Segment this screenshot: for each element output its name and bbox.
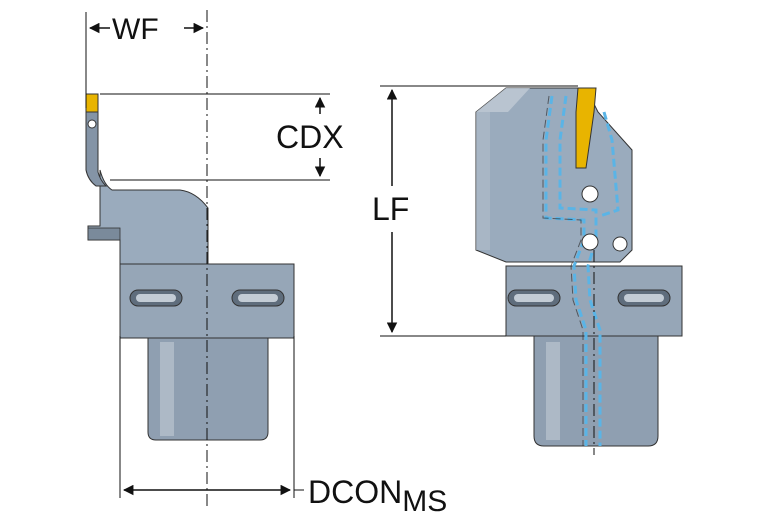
right-view-dimensions: [380, 85, 595, 455]
right-head: [475, 87, 633, 263]
left-head: [87, 169, 209, 265]
right-hole-c: [612, 236, 628, 252]
left-insert: [85, 93, 99, 113]
right-view-tool: [475, 87, 683, 447]
left-view-tool: [85, 93, 295, 441]
right-shank: [533, 335, 659, 447]
left-view-dimensions: [85, 10, 330, 510]
left-blade: [85, 109, 108, 187]
left-shank: [147, 337, 269, 441]
dcon-main: DCON: [308, 474, 402, 510]
lf-label: LF: [372, 191, 409, 227]
right-insert: [575, 87, 597, 169]
dcon-label: DCONMS: [308, 474, 447, 518]
right-hole-b: [581, 233, 599, 251]
cdx-label: CDX: [276, 119, 344, 155]
dcon-subscript: MS: [402, 485, 447, 518]
wf-label: WF: [112, 13, 159, 46]
left-shank-highlight: [160, 342, 174, 436]
coolant-channel-b: [558, 95, 602, 446]
right-hole-a: [581, 185, 599, 203]
coolant-channel-c: [599, 111, 620, 218]
